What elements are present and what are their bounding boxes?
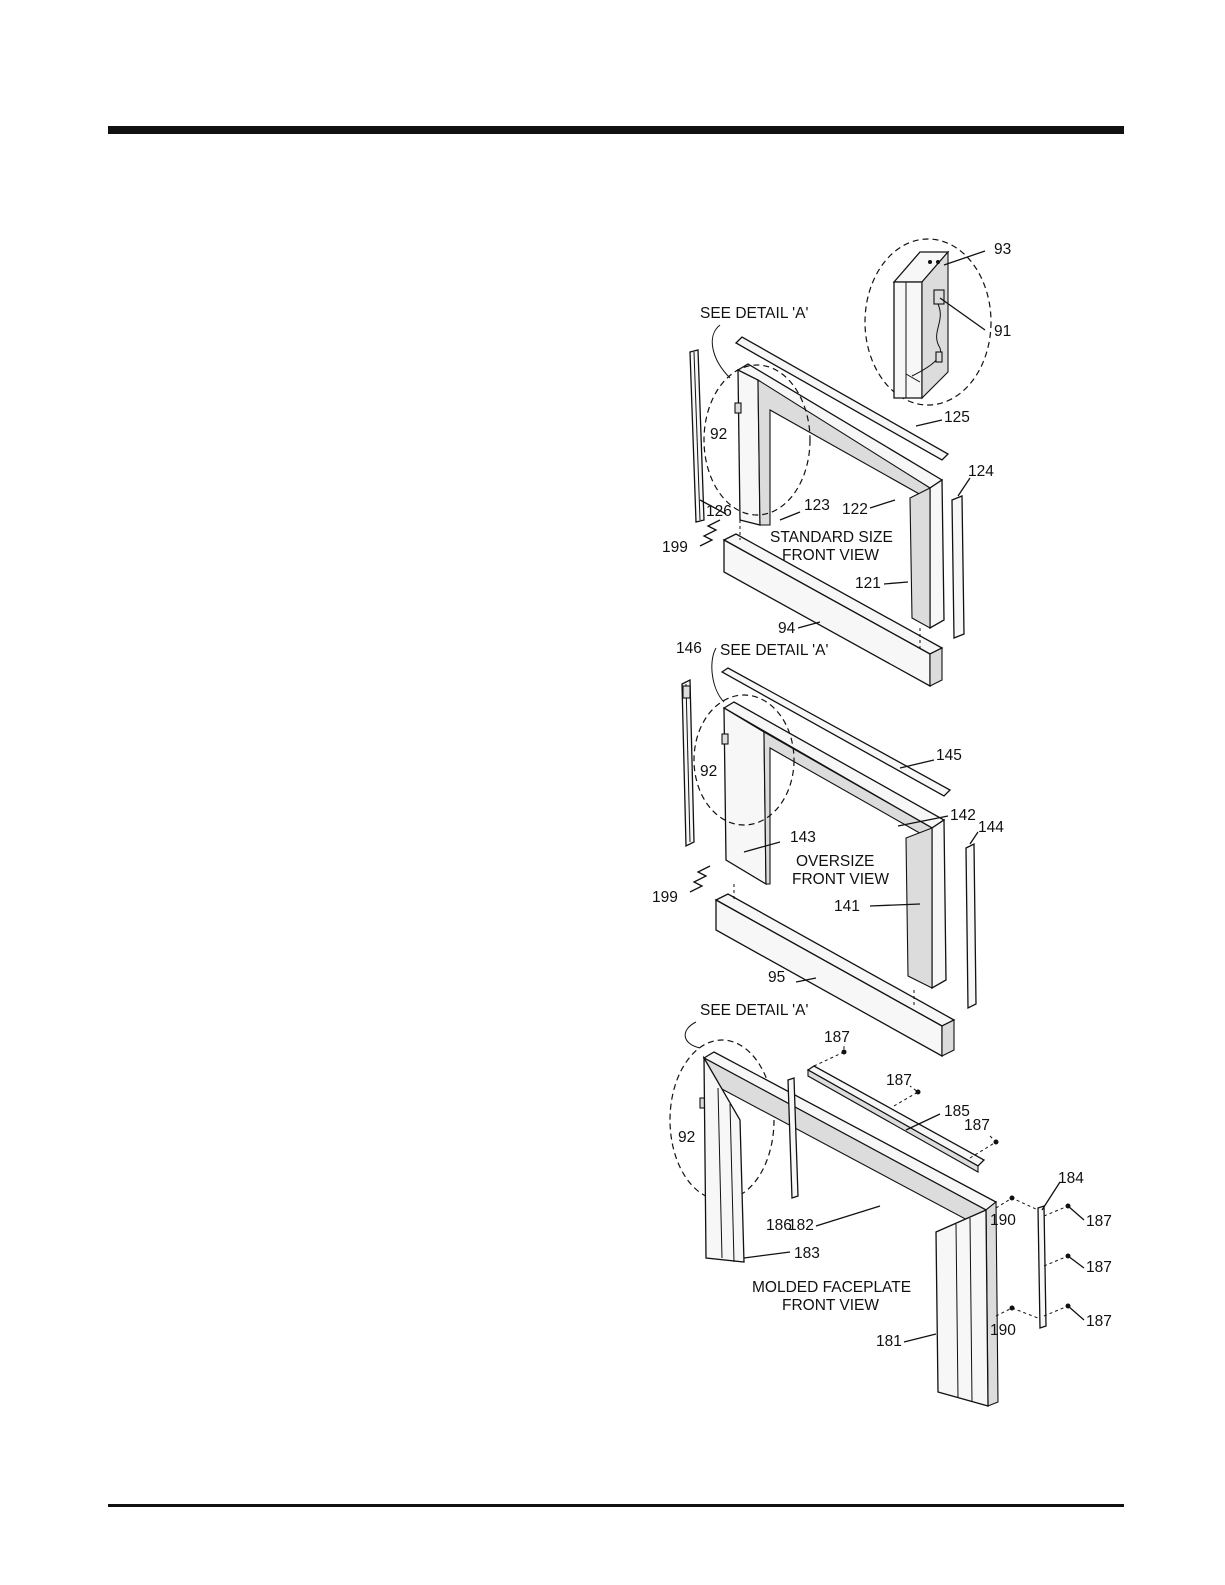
label-190-b: 190: [990, 1322, 1016, 1339]
label-141: 141: [834, 898, 860, 915]
side-trim-144: [966, 844, 976, 1008]
label-199-oversize: 199: [652, 889, 678, 906]
molded-caption-line2: FRONT VIEW: [782, 1297, 879, 1314]
label-121: 121: [855, 575, 881, 592]
label-187-a: 187: [824, 1029, 850, 1046]
label-92-molded: 92: [678, 1129, 695, 1146]
standard-frame-left-post: [738, 370, 760, 525]
molded-caption-line1: MOLDED FACEPLATE: [752, 1279, 911, 1296]
label-124: 124: [968, 463, 994, 480]
oversize-caption-line1: OVERSIZE: [796, 853, 874, 870]
label-126: 126: [706, 503, 732, 520]
side-trim-124: [952, 496, 964, 638]
spring-199-standard: [700, 520, 720, 546]
label-95: 95: [768, 969, 785, 986]
label-123: 123: [804, 497, 830, 514]
see-detail-a-leader-3: [685, 1022, 700, 1048]
label-187-c: 187: [964, 1117, 990, 1134]
label-199-standard: 199: [662, 539, 688, 556]
oversize-frame-right-post: [906, 828, 932, 988]
label-142: 142: [950, 807, 976, 824]
label-94: 94: [778, 620, 796, 637]
leader-93: [944, 251, 985, 265]
label-184: 184: [1058, 1170, 1084, 1187]
label-187-b: 187: [886, 1072, 912, 1089]
see-detail-a-label-2: SEE DETAIL 'A': [720, 642, 828, 659]
label-187-e: 187: [1086, 1259, 1112, 1276]
molded-faceplate-assembly: SEE DETAIL 'A' 92 186 185 187 187 187: [670, 1002, 1112, 1406]
detail-a-switch: [934, 290, 944, 304]
see-detail-a-label-1: SEE DETAIL 'A': [700, 305, 808, 322]
label-93: 93: [994, 241, 1011, 258]
label-181: 181: [876, 1333, 902, 1350]
detail-a-inset: [865, 239, 991, 405]
label-92-oversize: 92: [700, 763, 717, 780]
label-146: 146: [676, 640, 702, 657]
side-bracket-184: [1038, 1206, 1046, 1328]
molded-frame-top: [704, 1052, 996, 1210]
label-125: 125: [944, 409, 970, 426]
see-detail-a-leader-1: [712, 325, 730, 378]
oversize-assembly: 146 SEE DETAIL 'A' 145 92 142 144 143 OV…: [652, 640, 1004, 1056]
label-92-standard: 92: [710, 426, 727, 443]
spring-199-oversize: [690, 866, 710, 892]
label-187-d: 187: [1086, 1213, 1112, 1230]
label-187-f: 187: [1086, 1313, 1112, 1330]
label-182: 182: [788, 1217, 814, 1234]
see-detail-a-label-3: SEE DETAIL 'A': [700, 1002, 808, 1019]
standard-frame-right-post: [910, 488, 930, 628]
label-143: 143: [790, 829, 816, 846]
standard-caption-line2: FRONT VIEW: [782, 547, 879, 564]
standard-frame-right-post-face: [930, 480, 944, 628]
label-183: 183: [794, 1245, 820, 1262]
oversize-caption-line2: FRONT VIEW: [792, 871, 889, 888]
label-190-a: 190: [990, 1212, 1016, 1229]
standard-caption-line1: STANDARD SIZE: [770, 529, 893, 546]
label-145: 145: [936, 747, 962, 764]
molded-frame-right-post: [936, 1210, 988, 1406]
label-122: 122: [842, 501, 868, 518]
label-91: 91: [994, 323, 1011, 340]
oversize-frame-right-post-face: [932, 820, 946, 988]
oversize-frame-left-post: [724, 708, 766, 884]
label-144: 144: [978, 819, 1004, 836]
